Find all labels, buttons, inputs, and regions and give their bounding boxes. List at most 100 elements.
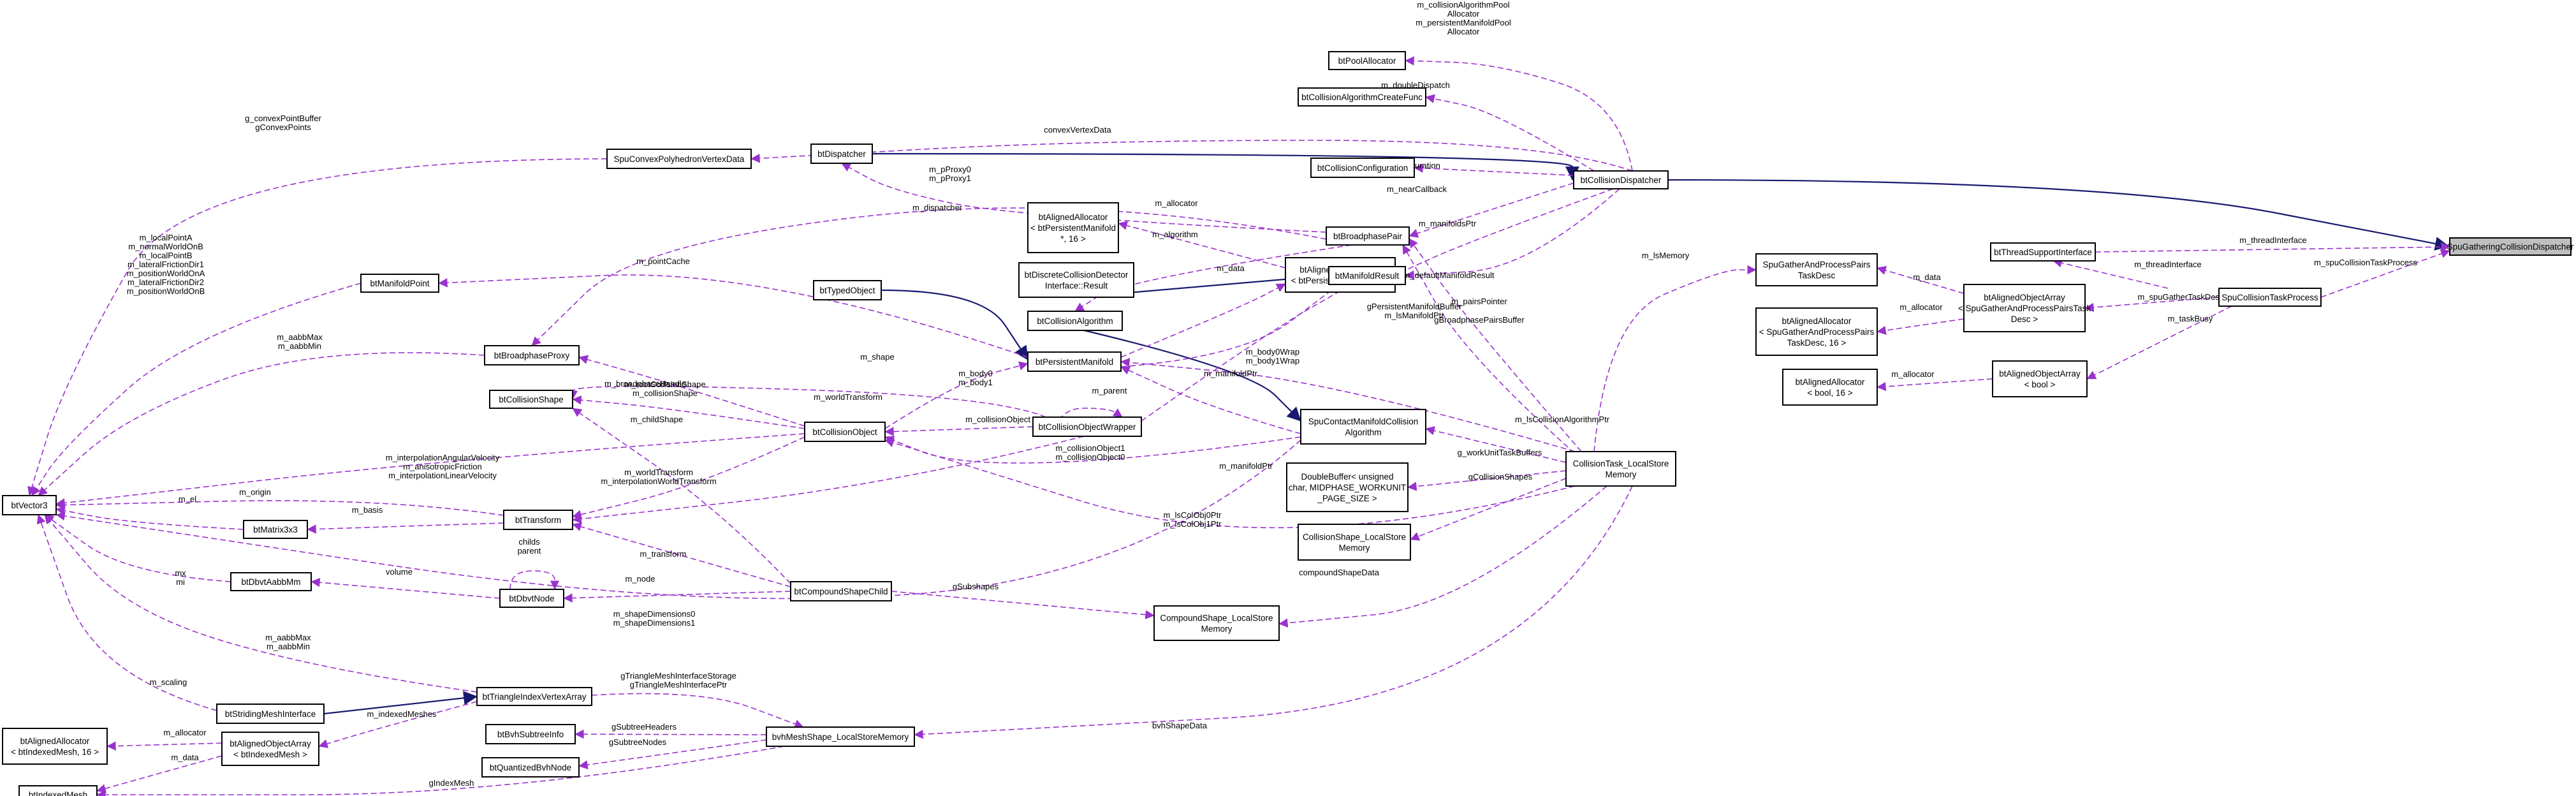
class-node-btAlignedObjectArray_indexedMesh[interactable]: btAlignedObjectArray< btIndexedMesh > xyxy=(221,732,319,766)
class-name-text: btTransform xyxy=(515,515,561,525)
class-node-CollisionShape_LocalStoreMemory[interactable]: CollisionShape_LocalStoreMemory xyxy=(1298,524,1411,561)
class-name-text: < btIndexedMesh, 16 > xyxy=(11,748,99,757)
edge-label: m_lsMemory xyxy=(1642,251,1690,260)
edge-label: bvhShapeData xyxy=(1152,721,1208,730)
class-name-text: DoubleBuffer< unsigned xyxy=(1301,472,1394,482)
class-node-btCollisionConfiguration[interactable]: btCollisionConfiguration xyxy=(1310,158,1415,178)
class-node-btAlignedObjectArray_bool[interactable]: btAlignedObjectArray< bool > xyxy=(1992,360,2088,397)
class-node-btCollisionDispatcher[interactable]: btCollisionDispatcher xyxy=(1573,170,1669,189)
edge-label: m_manifoldPtr xyxy=(1219,461,1273,471)
class-name-text: btCollisionObject xyxy=(812,427,877,437)
class-name-text: btDiscreteCollisionDetector xyxy=(1025,270,1129,280)
class-node-CollisionTask_LocalStoreMemory[interactable]: CollisionTask_LocalStoreMemory xyxy=(1565,451,1676,487)
class-node-SpuConvexPolyhedronVertexData[interactable]: SpuConvexPolyhedronVertexData xyxy=(606,149,752,169)
edge-btPersistentManifold-to-SpuContactManifoldCollisionAlgorithm xyxy=(1120,366,1301,434)
class-box xyxy=(1990,242,2096,262)
edge-btCompoundShapeChild-to-CompoundShape_LocalStoreMemory xyxy=(891,591,1155,619)
edge-btBroadphasePair-to-CollisionTask_LocalStoreMemory xyxy=(1402,244,1582,460)
edge-btDispatcher-to-btCollisionDispatcher xyxy=(872,152,1579,181)
class-node-bvhMeshShape_LocalStoreMemory[interactable]: bvhMeshShape_LocalStoreMemory xyxy=(766,726,915,747)
class-node-btIndexedMesh[interactable]: btIndexedMesh xyxy=(18,785,98,796)
class-node-btDbvtAabbMm[interactable]: btDbvtAabbMm xyxy=(230,572,312,591)
class-node-SpuCollisionTaskProcess[interactable]: SpuCollisionTaskProcess xyxy=(2218,288,2322,307)
class-node-btCollisionObjectWrapper[interactable]: btCollisionObjectWrapper xyxy=(1032,416,1142,437)
class-node-btBvhSubtreeInfo[interactable]: btBvhSubtreeInfo xyxy=(485,724,576,744)
class-box xyxy=(606,149,752,169)
class-node-btVector3[interactable]: btVector3 xyxy=(2,495,57,515)
edge-label: convexVertexData xyxy=(1044,125,1111,135)
class-node-btPoolAllocator[interactable]: btPoolAllocator xyxy=(1328,51,1406,70)
edge-label: gTriangleMeshInterfaceStorage xyxy=(620,671,736,681)
class-node-btCollisionShape[interactable]: btCollisionShape xyxy=(489,390,573,409)
class-node-btThreadSupportInterface[interactable]: btThreadSupportInterface xyxy=(1990,242,2096,262)
edge-label: m_indexedMeshes xyxy=(367,709,437,719)
class-node-btAlignedAllocator_gatherTask[interactable]: btAlignedAllocator< SpuGatherAndProcessP… xyxy=(1755,307,1878,356)
class-node-btStridingMeshInterface[interactable]: btStridingMeshInterface xyxy=(216,704,325,724)
class-node-btAlignedAllocator_persistentManifold[interactable]: btAlignedAllocator< btPersistentManifold… xyxy=(1027,202,1119,253)
edge-btTransform-to-btCompoundShapeChild xyxy=(572,522,791,587)
class-name-text: btQuantizedBvhNode xyxy=(490,763,571,772)
class-box xyxy=(790,581,892,601)
class-box xyxy=(484,345,580,365)
class-node-btAlignedAllocator_bool16[interactable]: btAlignedAllocator< bool, 16 > xyxy=(1782,369,1878,406)
class-node-btCollisionAlgorithmCreateFunc[interactable]: btCollisionAlgorithmCreateFunc xyxy=(1298,87,1426,107)
edge-label: childs xyxy=(518,537,540,547)
class-name-text: btBroadphasePair xyxy=(1333,232,1403,241)
class-node-btCollisionObject[interactable]: btCollisionObject xyxy=(804,422,886,442)
class-node-SpuGatheringCollisionDispatcher[interactable]: SpuGatheringCollisionDispatcher xyxy=(2447,237,2574,256)
edge-btDbvtNode-to-btDbvtNode xyxy=(509,570,560,590)
class-box xyxy=(1326,226,1410,246)
edge-btCollisionObject-to-btCollisionObjectWrapper xyxy=(884,426,1034,436)
edge-label: m_threadInterface xyxy=(2134,260,2202,269)
class-node-btAlignedObjectArray_gatherTask[interactable]: btAlignedObjectArray< SpuGatherAndProces… xyxy=(1958,284,2091,332)
class-name-text: btCompoundShapeChild xyxy=(794,587,888,596)
class-name-text: SpuGatherAndProcessPairs xyxy=(1763,260,1871,270)
edge-label: m_spuGatherTaskDesc xyxy=(2137,292,2224,302)
class-box xyxy=(1310,158,1415,178)
edge-label: gBroadphasePairsBuffer xyxy=(1434,315,1525,325)
edge-label: m_data xyxy=(1913,272,1941,282)
edge-label: parent xyxy=(518,546,541,556)
class-name-text: btPersistentManifold xyxy=(1036,357,1113,367)
edge-btVector3-to-btTriangleIndexVertexArray xyxy=(44,514,478,693)
class-node-btTypedObject[interactable]: btTypedObject xyxy=(813,280,882,300)
class-name-text: btTypedObject xyxy=(819,286,875,295)
edge-label: m_spuCollisionTaskProcess xyxy=(2314,258,2417,267)
edge-label: m_aabbMin xyxy=(278,341,321,351)
class-box xyxy=(503,510,573,530)
class-box xyxy=(1298,87,1426,107)
edge-label: m_collisionObject xyxy=(965,415,1030,424)
class-name-text: btAlignedObjectArray xyxy=(230,739,311,749)
class-node-btQuantizedBvhNode[interactable]: btQuantizedBvhNode xyxy=(481,757,580,778)
class-node-btAlignedAllocator_indexedMesh[interactable]: btAlignedAllocator< btIndexedMesh, 16 > xyxy=(2,728,108,765)
class-node-btDispatcher[interactable]: btDispatcher xyxy=(810,144,873,164)
class-box xyxy=(485,724,576,744)
class-node-btBroadphaseProxy[interactable]: btBroadphaseProxy xyxy=(484,345,580,365)
class-node-btTransform[interactable]: btTransform xyxy=(503,510,573,530)
class-node-btManifoldResult[interactable]: btManifoldResult xyxy=(1328,266,1406,285)
class-node-CompoundShape_LocalStoreMemory[interactable]: CompoundShape_LocalStoreMemory xyxy=(1153,605,1280,641)
class-name-text: bvhMeshShape_LocalStoreMemory xyxy=(772,732,909,742)
class-node-btMatrix3x3[interactable]: btMatrix3x3 xyxy=(243,520,308,539)
class-name-text: CollisionShape_LocalStore xyxy=(1303,533,1406,542)
class-node-btDbvtNode[interactable]: btDbvtNode xyxy=(499,589,564,608)
class-node-btCompoundShapeChild[interactable]: btCompoundShapeChild xyxy=(790,581,892,601)
class-node-btManifoldPoint[interactable]: btManifoldPoint xyxy=(360,274,439,293)
class-node-btBroadphasePair[interactable]: btBroadphasePair xyxy=(1326,226,1410,246)
class-name-text: Interface::Result xyxy=(1045,281,1108,291)
edge-btBroadphasePair-to-btCollisionDispatcher xyxy=(1409,182,1574,238)
class-node-btTriangleIndexVertexArray[interactable]: btTriangleIndexVertexArray xyxy=(476,687,592,706)
edge-btPoolAllocator-to-btCollisionDispatcher xyxy=(1405,56,1633,172)
edge-label: volume xyxy=(386,567,413,577)
class-node-btDiscreteCollisionDetectorInterfaceResult[interactable]: btDiscreteCollisionDetectorInterface::Re… xyxy=(1018,262,1134,298)
class-node-btPersistentManifold[interactable]: btPersistentManifold xyxy=(1027,351,1122,372)
class-name-text: Algorithm xyxy=(1345,428,1381,438)
class-name-text: btIndexedMesh xyxy=(29,790,87,796)
edge-label: m_manifoldsPtr xyxy=(1419,219,1477,228)
edge-label: m_aabbMax xyxy=(265,633,311,642)
class-node-btCollisionAlgorithm[interactable]: btCollisionAlgorithm xyxy=(1027,311,1123,331)
edge-btTransform-to-btCollisionObjectWrapper xyxy=(572,436,1085,524)
